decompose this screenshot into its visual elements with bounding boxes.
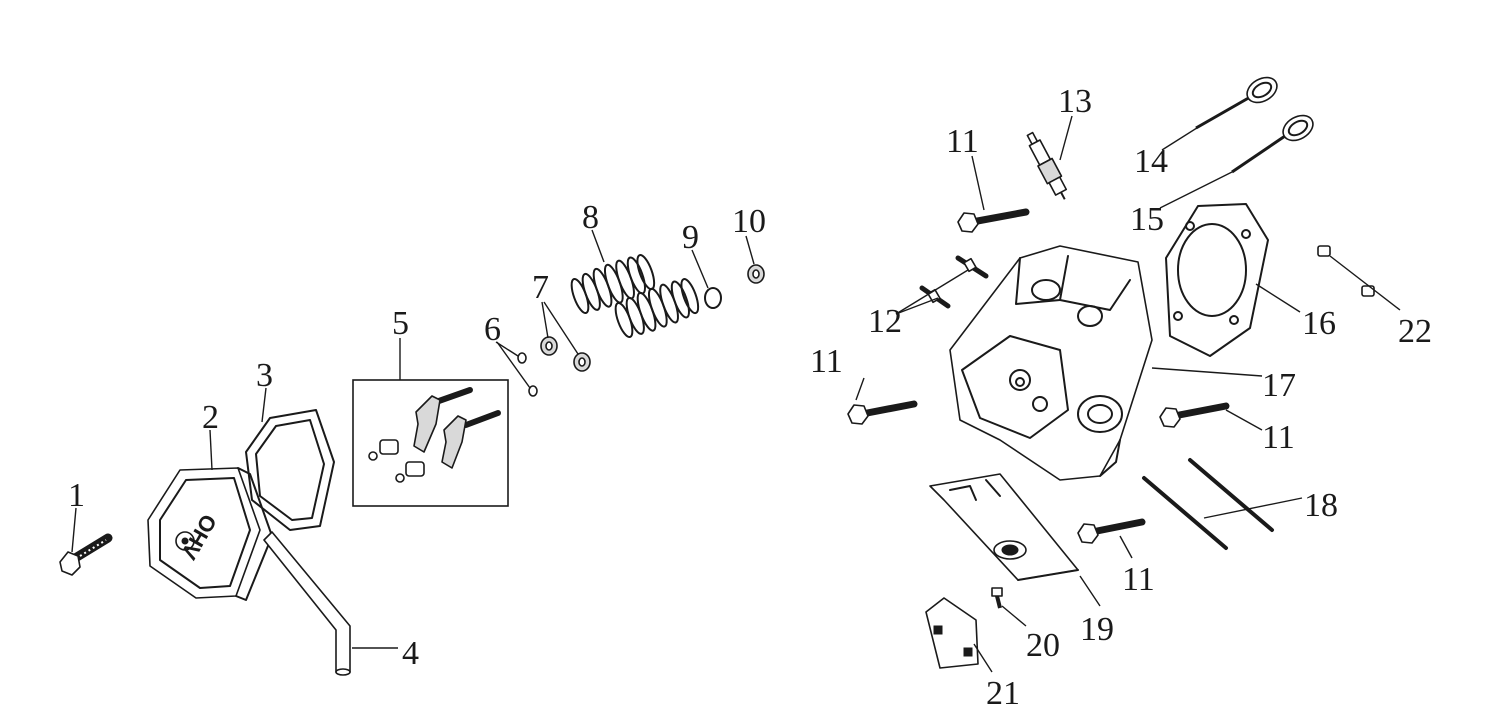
part-9-spring-seat [704,287,722,309]
callout-18: 18 [1304,487,1338,524]
part-6-valve-keepers [517,352,538,397]
part-11-head-bolts [847,208,1230,544]
part-4-breather-tube [263,531,351,676]
callout-3: 3 [256,357,273,394]
callout-8: 8 [582,199,599,236]
part-21-plate [925,597,979,669]
callout-9: 9 [682,219,699,256]
part-5-rocker-arm-kit [352,379,509,507]
callout-11-top: 11 [946,123,979,160]
head-bolt-left [847,400,918,425]
part-15-exhaust-valve [1231,114,1314,174]
callout-13: 13 [1058,83,1092,120]
leader-lines [71,115,1401,673]
callout-19: 19 [1080,611,1114,648]
callout-10: 10 [732,203,766,240]
part-19-air-guide [929,473,1079,581]
part-1-cover-bolt [59,533,113,576]
part-14-intake-valve [1195,76,1278,130]
part-17-cylinder-head [949,245,1153,481]
callout-14: 14 [1134,143,1168,180]
callout-15: 15 [1130,201,1164,238]
part-18-push-rods [1142,458,1274,550]
head-bolt-top [957,208,1030,233]
callout-1: 1 [68,477,85,514]
part-2-valve-cover: OHV [147,467,273,601]
callout-7: 7 [532,269,549,306]
part-8-valve-springs [570,254,700,339]
part-22-pins [1317,245,1375,297]
callout-labels: 1 2 3 4 5 6 7 8 9 10 11 11 11 11 12 13 1… [68,83,1432,712]
callout-4: 4 [402,635,419,672]
callout-11-lower: 11 [1122,561,1155,598]
part-16-head-gasket [1165,203,1269,357]
callout-12: 12 [868,303,902,340]
part-13-spark-plug [1026,131,1068,200]
head-bolt-right [1159,402,1230,428]
callout-11-left: 11 [810,343,843,380]
callout-2: 2 [202,399,219,436]
part-3-cover-gasket [245,409,335,531]
callout-20: 20 [1026,627,1060,664]
part-7-spring-retainers [540,336,591,372]
callout-11-right: 11 [1262,419,1295,456]
callout-22: 22 [1398,313,1432,350]
callout-16: 16 [1302,305,1336,342]
callout-6: 6 [484,311,501,348]
part-20-screw [991,587,1003,609]
callout-17: 17 [1262,367,1296,404]
head-bolt-lower [1077,518,1146,544]
callout-21: 21 [986,675,1020,712]
callout-5: 5 [392,305,409,342]
part-12-dowel-pins [919,255,989,309]
part-10-valve-seal [747,264,765,284]
